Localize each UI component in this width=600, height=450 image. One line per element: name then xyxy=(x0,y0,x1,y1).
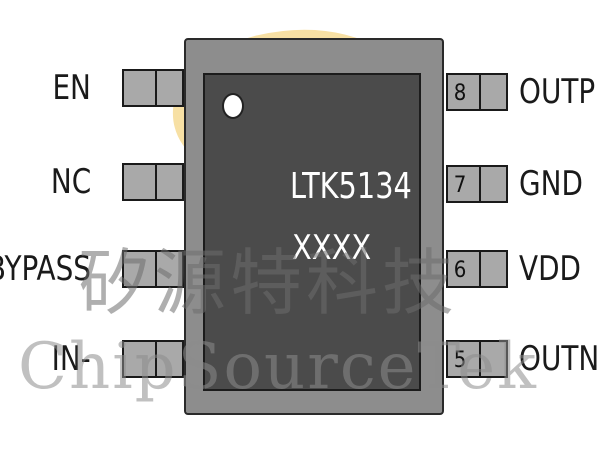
pin-label-en: EN xyxy=(52,68,91,108)
chip-part-number: LTK5134 xyxy=(290,166,412,207)
pin-lead-4 xyxy=(122,340,184,378)
pin-label-gnd: GND xyxy=(519,164,583,204)
pin1-indicator-dot xyxy=(222,93,244,119)
pin-lead-8 xyxy=(446,73,508,111)
ic-package-top xyxy=(203,73,421,391)
pin-lead-3 xyxy=(122,250,184,288)
pin-label-outn: OUTN xyxy=(519,339,600,379)
pin-lead-5 xyxy=(446,340,508,378)
chip-date-code: XXXX xyxy=(292,228,372,268)
pin-label-bypass: BYPASS xyxy=(0,249,92,289)
pin-number-8: 8 xyxy=(453,81,467,106)
pin-label-in-minus: IN- xyxy=(51,339,91,379)
pin-lead-7 xyxy=(446,165,508,203)
pin-label-outp: OUTP xyxy=(519,72,596,112)
pin-number-5: 5 xyxy=(453,348,467,373)
pin-lead-6 xyxy=(446,250,508,288)
pin-label-vdd: VDD xyxy=(519,249,582,289)
pin-lead-1 xyxy=(122,69,184,107)
pin-label-nc: NC xyxy=(50,162,91,202)
pin-number-6: 6 xyxy=(453,258,467,283)
pin-number-7: 7 xyxy=(453,173,467,198)
pin-lead-2 xyxy=(122,163,184,201)
